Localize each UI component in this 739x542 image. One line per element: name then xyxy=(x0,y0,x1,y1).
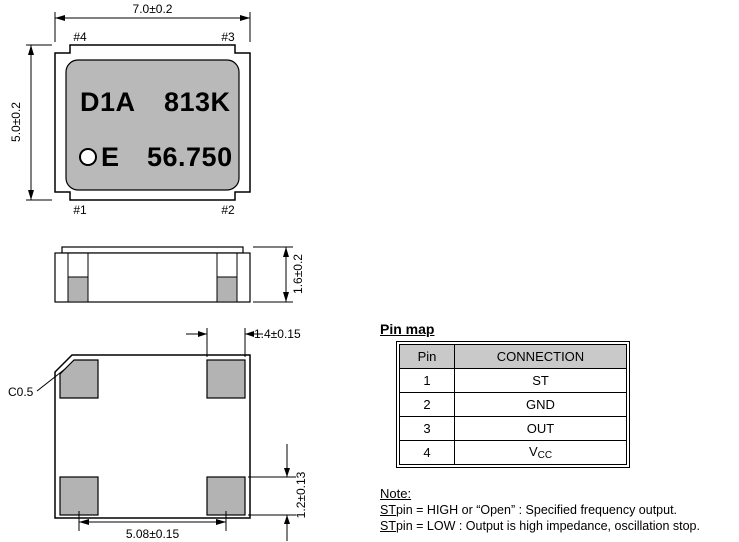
arrowhead xyxy=(198,331,207,337)
pin-map-title: Pin map xyxy=(380,321,435,337)
dim-package-height: 5.0±0.2 xyxy=(9,102,23,142)
chamfer-leader-line xyxy=(36,368,66,392)
top-view-lid xyxy=(65,59,240,191)
bottom-view-linework xyxy=(36,328,296,541)
note-signal: ST xyxy=(380,503,396,517)
arrowhead xyxy=(245,331,254,337)
top-view-linework xyxy=(26,12,251,201)
pin-connection-cell: ST xyxy=(454,368,627,393)
note-lines: STpin = HIGH or “Open” : Specified frequ… xyxy=(380,502,700,534)
marking-line1-right: 813K xyxy=(164,87,231,117)
pin-number-cell: 2 xyxy=(399,392,455,417)
arrowhead xyxy=(28,45,34,55)
arrowhead xyxy=(283,247,289,257)
dim-chamfer: C0.5 xyxy=(8,385,34,399)
dim-package-thickness: 1.6±0.2 xyxy=(291,254,305,294)
pin-label-3: #3 xyxy=(221,30,235,44)
marking-index-circle xyxy=(79,148,97,166)
arrowhead xyxy=(284,468,290,477)
side-view-pad-right xyxy=(216,276,238,303)
pad-bottom-left xyxy=(59,476,99,516)
note-signal: ST xyxy=(380,519,396,533)
pad-bottom-right xyxy=(206,476,246,516)
pad-top-right xyxy=(206,359,246,399)
pin-label-1: #1 xyxy=(73,203,87,217)
pin-map-row: 2 GND xyxy=(399,392,627,417)
side-view-lid xyxy=(61,246,244,254)
pin-connection-cell: GND xyxy=(454,392,627,417)
arrowhead xyxy=(79,519,89,525)
arrowhead xyxy=(216,519,226,525)
pin-map-body: 1 ST 2 GND 3 OUT 4 VCC xyxy=(399,368,627,465)
arrowhead xyxy=(28,190,34,200)
pin-number-cell: 3 xyxy=(399,416,455,441)
note-line: STpin = HIGH or “Open” : Specified frequ… xyxy=(380,502,700,518)
marking-line1-left: D1A xyxy=(80,87,136,117)
pin-connection-cell: OUT xyxy=(454,416,627,441)
pin-number-cell: 1 xyxy=(399,368,455,393)
pin-map-header-row: Pin CONNECTION xyxy=(399,344,627,369)
pin-label-2: #2 xyxy=(221,203,235,217)
note-title: Note: xyxy=(380,486,412,501)
pin-map-row: 3 OUT xyxy=(399,416,627,441)
pin-map-row: 1 ST xyxy=(399,368,627,393)
arrowhead xyxy=(283,292,289,302)
arrowhead xyxy=(55,15,65,21)
dim-pad-pitch: 5.08±0.15 xyxy=(125,527,180,541)
pin-label-4: #4 xyxy=(73,30,87,44)
marking-line2-frequency: 56.750 xyxy=(147,142,233,172)
pin-map-table: Pin CONNECTION 1 ST 2 GND 3 OUT 4 VCC xyxy=(396,341,630,468)
dim-pad-width: 1.4±0.15 xyxy=(254,327,301,341)
bottom-view-outline xyxy=(54,354,251,519)
note-line: STpin = LOW : Output is high impedance, … xyxy=(380,518,700,534)
arrowhead xyxy=(284,515,290,524)
pad-top-left xyxy=(59,359,99,399)
note-text: pin = LOW : Output is high impedance, os… xyxy=(395,519,700,533)
note-text: pin = HIGH or “Open” : Specified frequen… xyxy=(395,503,678,517)
pin-connection-cell: VCC xyxy=(454,440,627,465)
dim-pad-height: 1.2±0.13 xyxy=(294,471,308,519)
pin-map-header-pin: Pin xyxy=(399,344,455,369)
pin-map-header-connection: CONNECTION xyxy=(454,344,627,369)
marking-line2-letter: E xyxy=(101,142,120,172)
pin-map-row: 4 VCC xyxy=(399,440,627,465)
side-view-pad-left xyxy=(67,276,89,303)
arrowhead xyxy=(240,15,250,21)
dim-package-width: 7.0±0.2 xyxy=(132,2,173,16)
pin-number-cell: 4 xyxy=(399,440,455,465)
side-view-linework xyxy=(54,246,293,303)
